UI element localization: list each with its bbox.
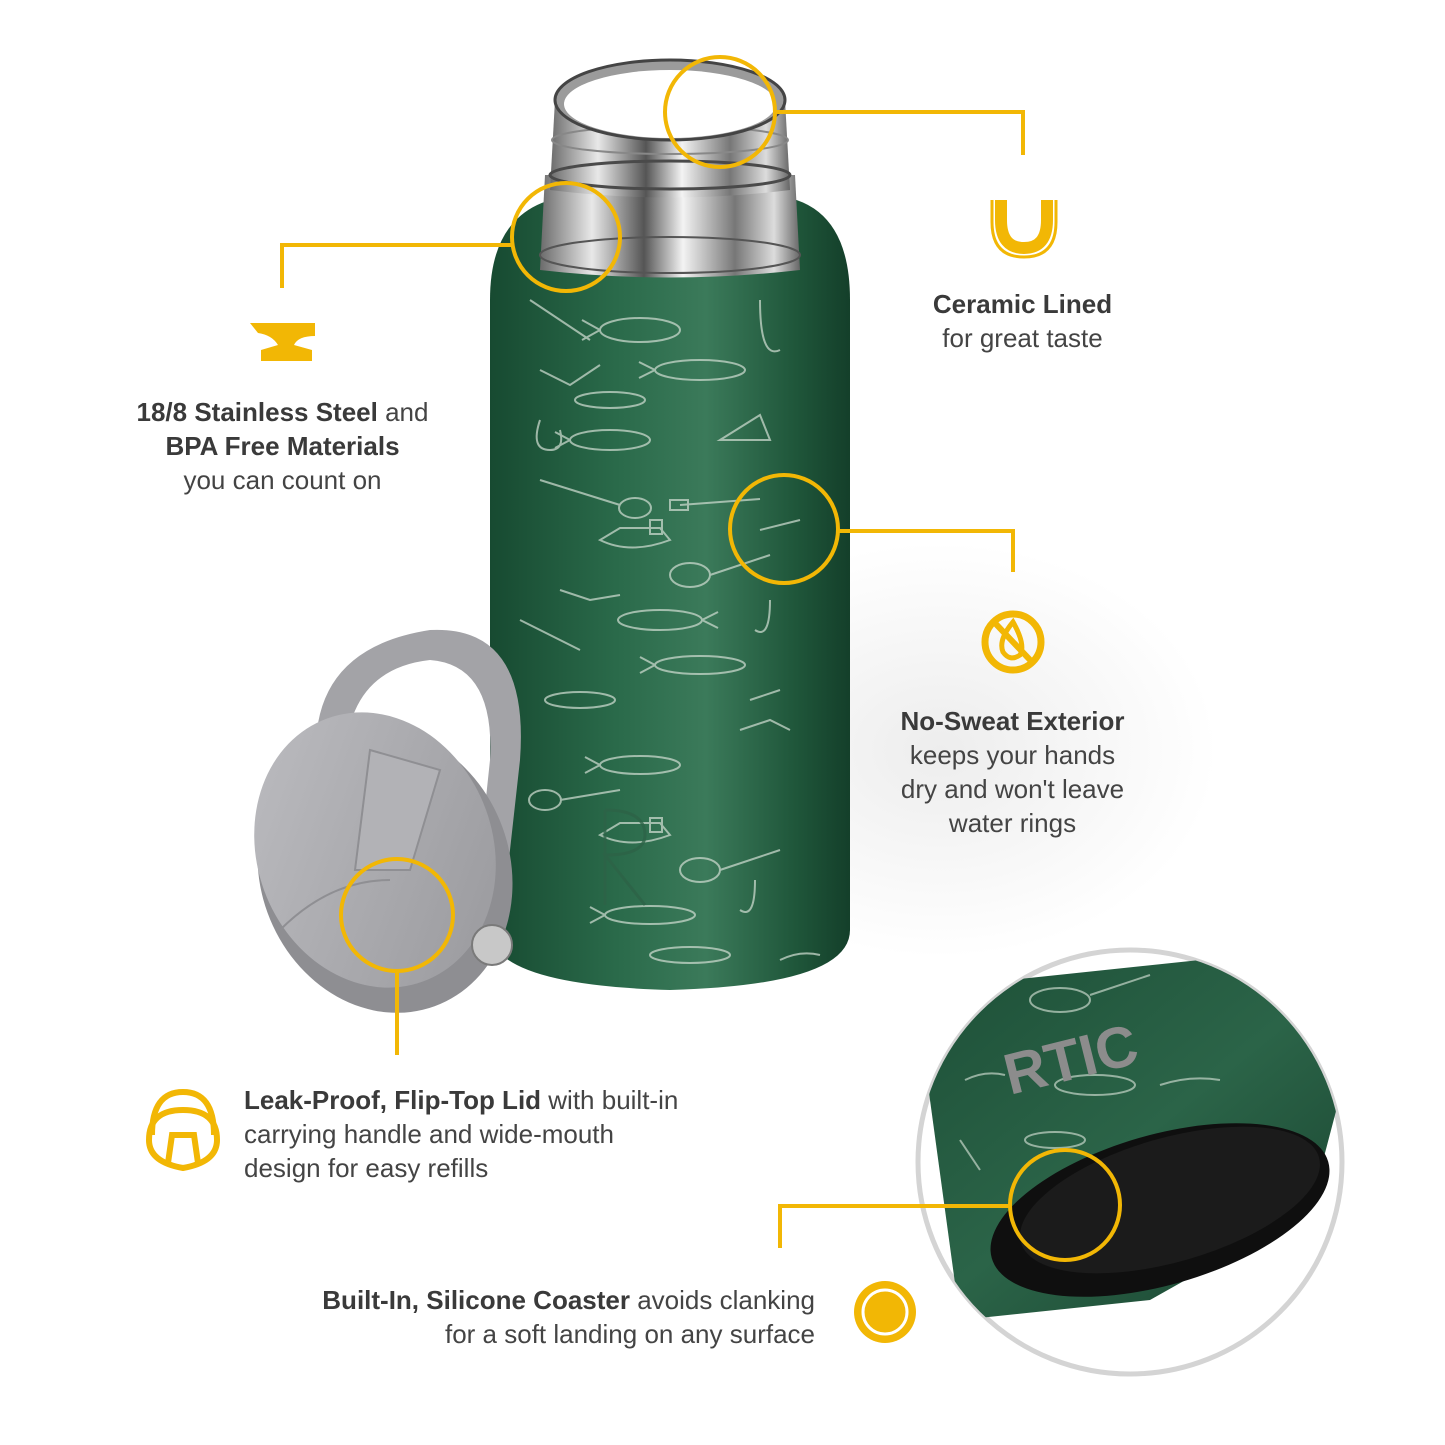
feature-title: Built-In, Silicone Coaster [322, 1285, 630, 1315]
feature-title-suffix: with built-in [541, 1085, 679, 1115]
feature-description-line2: design for easy refills [244, 1153, 489, 1183]
feature-flip-top-lid: Leak-Proof, Flip-Top Lid with built-in c… [244, 1083, 724, 1185]
callout-circle-steel [510, 181, 622, 293]
feature-silicone-coaster: Built-In, Silicone Coaster avoids clanki… [270, 1283, 815, 1351]
coaster-inset: RTIC [915, 947, 1345, 1377]
coaster-ring-icon [854, 1281, 916, 1343]
u-cup-icon [990, 200, 1058, 259]
flip-top-lid [254, 629, 521, 1013]
callout-line-steel [280, 243, 512, 288]
feature-description-line2: dry and won't leave [900, 774, 1125, 804]
callouts [280, 55, 1122, 1262]
no-droplet-icon [981, 610, 1045, 674]
feature-description-line3: water rings [948, 808, 1077, 838]
callout-line-coaster [778, 1204, 1010, 1248]
feature-title: No-Sweat Exterior [900, 706, 1125, 736]
feature-title: 18/8 Stainless Steel [136, 397, 378, 427]
feature-description: for a soft landing on any surface [444, 1319, 815, 1349]
feature-title-suffix: and [377, 397, 429, 427]
callout-line-ceramic [775, 110, 1025, 155]
bottle-body [490, 195, 850, 990]
feature-title: Ceramic Lined [932, 289, 1113, 319]
lid-handle-icon [145, 1088, 221, 1172]
feature-stainless-steel: 18/8 Stainless Steel and BPA Free Materi… [100, 395, 465, 497]
feature-description-line1: carrying handle and wide-mouth [244, 1119, 614, 1149]
bottle-logo-emboss [601, 808, 647, 906]
callout-line-no-sweat [838, 529, 1015, 572]
feature-no-sweat: No-Sweat Exterior keeps your hands dry a… [870, 704, 1155, 840]
background-shadow [820, 540, 1220, 960]
anvil-icon [250, 323, 315, 361]
feature-title-suffix: avoids clanking [630, 1285, 815, 1315]
feature-description: you can count on [183, 465, 382, 495]
feature-title-line2: BPA Free Materials [165, 431, 400, 461]
feature-ceramic-lined: Ceramic Lined for great taste [905, 287, 1140, 355]
lid-hinge-pin [471, 924, 513, 966]
feature-description: for great taste [942, 323, 1103, 353]
feature-description-line1: keeps your hands [909, 740, 1116, 770]
ceramic-lining [564, 70, 776, 138]
feature-title: Leak-Proof, Flip-Top Lid [244, 1085, 542, 1115]
